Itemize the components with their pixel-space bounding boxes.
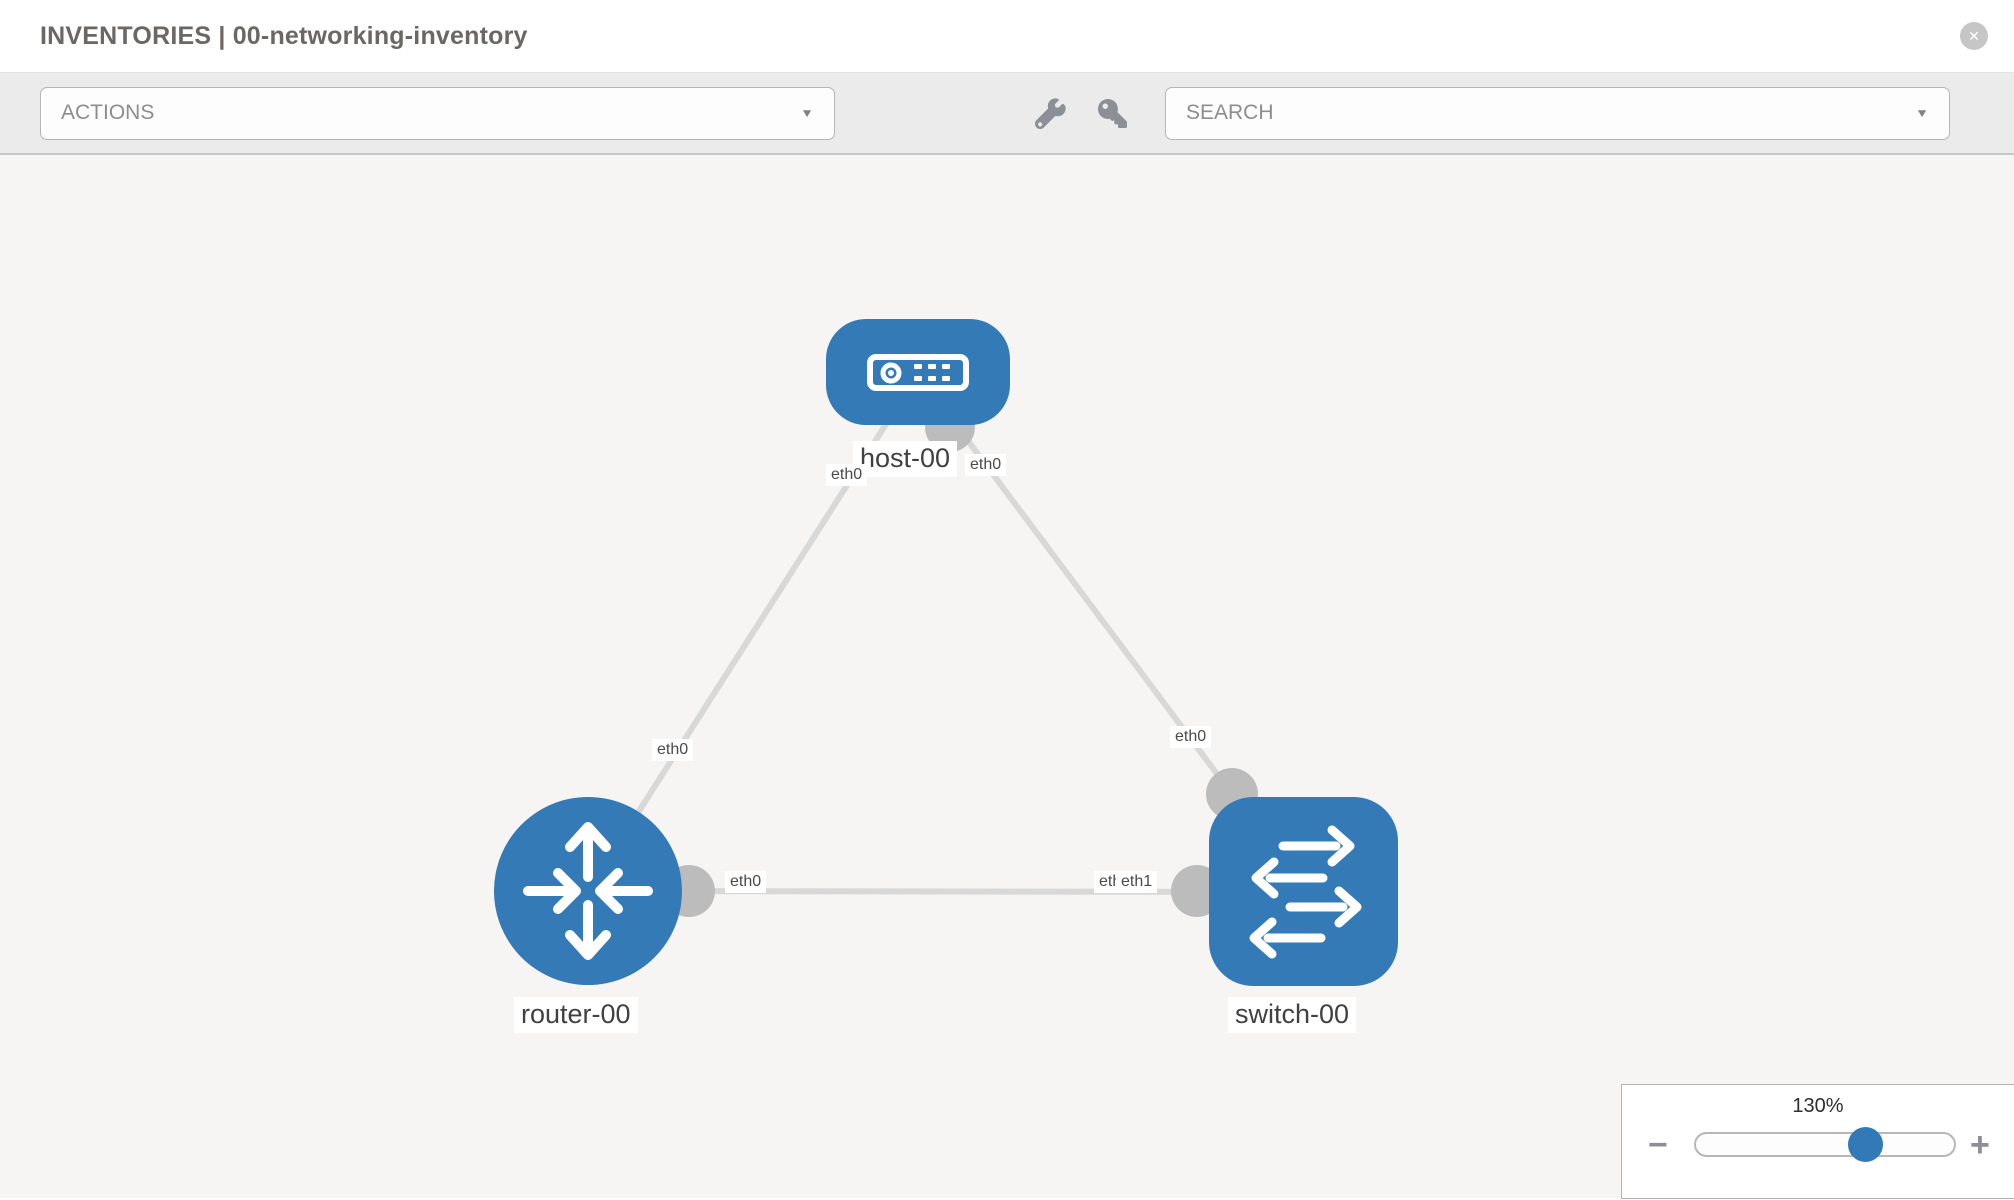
actions-dropdown-label: ACTIONS	[61, 101, 155, 124]
wrench-icon	[1035, 97, 1066, 129]
node-label-host-00: host-00	[853, 441, 958, 477]
zoom-in-button[interactable]: +	[1970, 1126, 1990, 1164]
interface-label-router-switch-switch-side: eth1	[1116, 871, 1158, 893]
node-host-00[interactable]	[826, 319, 1010, 425]
search-dropdown[interactable]: SEARCH ▼	[1165, 86, 1950, 140]
page-title: INVENTORIES | 00-networking-inventory	[40, 21, 528, 50]
wrench-button[interactable]	[1035, 97, 1066, 129]
zoom-slider-thumb[interactable]	[1848, 1127, 1883, 1162]
key-icon	[1098, 98, 1127, 128]
toolbar-icon-group	[1035, 97, 1127, 129]
link-host-switch	[915, 372, 1235, 796]
zoom-slider-row: − +	[1622, 1125, 2014, 1165]
zoom-level: 130%	[1792, 1095, 1844, 1117]
interface-label-host-router-router-side: eth0	[652, 739, 694, 761]
topology-svg	[494, 319, 1398, 986]
interface-label-host-router-host-side: eth0	[826, 464, 868, 486]
zoom-panel: 130% − +	[1621, 1084, 2014, 1199]
interface-label-router-switch-router-side: eth0	[725, 871, 767, 893]
toolbar: ACTIONS ▼ SEARCH ▼	[0, 73, 2014, 155]
zoom-out-button[interactable]: −	[1648, 1126, 1668, 1164]
host-icon	[867, 354, 969, 391]
switch-icon	[1249, 825, 1362, 959]
host-icon-detail	[888, 364, 950, 381]
interface-label-host-switch-switch-side: eth0	[1170, 726, 1212, 748]
node-label-switch-00: switch-00	[1228, 997, 1357, 1033]
node-switch-00[interactable]	[1209, 797, 1398, 986]
topology-canvas[interactable]: host-00 router-00 switch-00 eth0 eth0 et…	[0, 155, 2014, 1199]
chevron-down-icon: ▼	[1915, 106, 1929, 120]
page-header: INVENTORIES | 00-networking-inventory ✕	[0, 0, 2014, 73]
actions-dropdown[interactable]: ACTIONS ▼	[40, 86, 835, 140]
close-icon[interactable]: ✕	[1960, 22, 1988, 50]
zoom-slider-track[interactable]	[1694, 1127, 1956, 1162]
node-label-router-00: router-00	[514, 997, 638, 1033]
search-dropdown-label: SEARCH	[1186, 101, 1274, 124]
key-button[interactable]	[1098, 98, 1127, 128]
node-router-00[interactable]	[494, 797, 682, 985]
chevron-down-icon: ▼	[800, 106, 814, 120]
interface-label-host-switch-host-side: eth0	[965, 454, 1007, 476]
port-circles	[663, 402, 1258, 917]
router-icon	[523, 822, 653, 960]
